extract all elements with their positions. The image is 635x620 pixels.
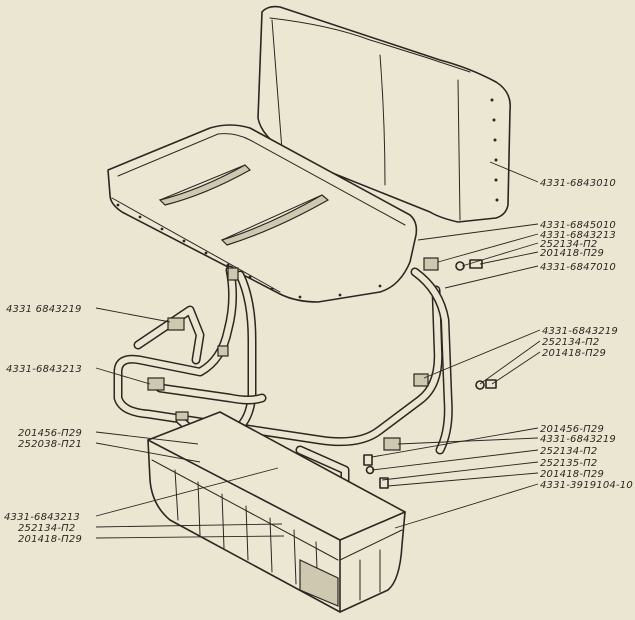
leader-lines: [95, 161, 541, 539]
label-bracket-right-top: 4331-6843213: [540, 230, 616, 241]
label-bolt2-right-low: 201418-П29: [540, 469, 604, 480]
label-seat-cushion: 4331-6845010: [540, 220, 616, 231]
label-bracket-right-mid: 4331-6843219: [542, 326, 618, 337]
label-washer-right-mid: 252134-П2: [542, 337, 599, 348]
label-bracket-left-top: 4331 6843219: [6, 304, 82, 315]
part-labels: 4331-6843010 4331-6845010 4331-6843213 2…: [4, 178, 633, 545]
label-washer-left-front: 252038-П21: [18, 439, 82, 450]
mounting-brackets: [147, 257, 439, 473]
label-bolt-left-front: 201456-П29: [18, 428, 82, 439]
label-bracket-left-low: 4331-6843213: [4, 512, 80, 523]
label-toolbox: 4331-3919104-10: [540, 480, 633, 491]
label-washer-top: 252134-П2: [540, 239, 597, 250]
toolbox: [147, 411, 406, 613]
seat-cushion: [107, 124, 418, 303]
label-bracket-right-low: 4331-6843219: [540, 434, 616, 445]
label-washer-left-low: 252134-П2: [18, 523, 75, 534]
label-bolt-top: 201418-П29: [540, 248, 604, 259]
label-bolt-right-low: 201456-П29: [540, 424, 604, 435]
label-bolt-right-mid: 201418-П29: [542, 348, 606, 359]
label-frame-rail: 4331-6847010: [540, 262, 616, 273]
label-washer-right-low: 252134-П2: [540, 446, 597, 457]
label-bolt-left-low: 201418-П29: [18, 534, 82, 545]
label-bracket-left-mid: 4331-6843213: [6, 364, 82, 375]
label-backrest: 4331-6843010: [540, 178, 616, 189]
label-washer2-right-low: 252135-П2: [540, 458, 597, 469]
